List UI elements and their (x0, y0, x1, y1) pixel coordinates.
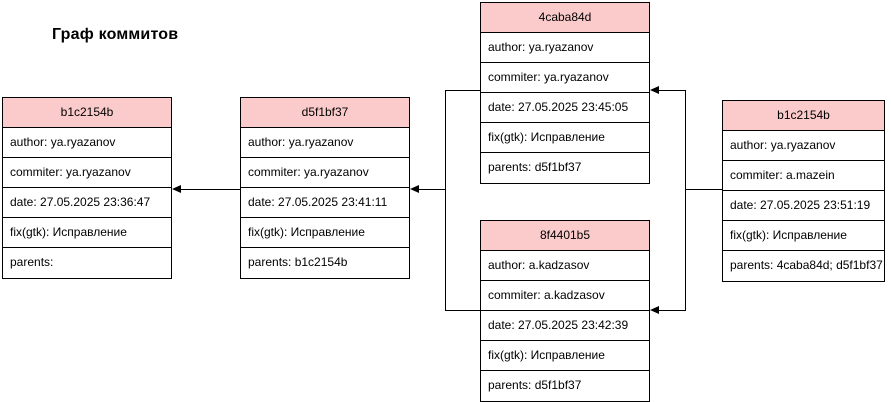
commit-message-row: fix(gtk): Исправление (481, 341, 649, 371)
commit-hash-header: 8f4401b5 (481, 221, 649, 251)
commit-parents-row: parents: d5f1bf37 (488, 160, 582, 174)
commit-author-row: author: a.kadzasov (481, 251, 649, 281)
commit-node-4caba84d[interactable]: 4caba84d author: ya.ryazanov commiter: y… (480, 2, 650, 184)
edge-merge-stub (686, 189, 722, 190)
commit-commiter-row: commiter: ya.ryazanov (481, 63, 649, 93)
commit-node-b1c2154b-merge[interactable]: b1c2154b author: ya.ryazanov commiter: a… (722, 100, 885, 282)
arrowhead-left-icon (650, 86, 659, 94)
commit-hash-header: d5f1bf37 (241, 98, 409, 128)
edge-d5f1bf37-to-b1c2154b (181, 189, 240, 190)
edge-to-d5f1bf37 (419, 189, 445, 190)
commit-date-row: date: 27.05.2025 23:45:05 (481, 93, 649, 123)
edge-merge-vertical (685, 90, 686, 311)
commit-hash-header: b1c2154b (723, 101, 884, 131)
commit-message-row: fix(gtk): Исправление (241, 218, 409, 248)
edge-to-4caba84d (659, 90, 685, 91)
arrowhead-left-icon (650, 306, 659, 314)
arrowhead-left-icon (410, 185, 419, 193)
edge-middle-vertical (445, 90, 446, 311)
commit-date-row: date: 27.05.2025 23:42:39 (481, 311, 649, 341)
edge-to-8f4401b5 (659, 310, 685, 311)
arrowhead-left-icon (172, 185, 181, 193)
commit-parents-row: parents: (10, 255, 54, 269)
commit-message-row: fix(gtk): Исправление (723, 221, 884, 251)
commit-parents-row: parents: b1c2154b (248, 255, 348, 269)
commit-commiter-row: commiter: ya.ryazanov (3, 158, 171, 188)
commit-commiter-row: commiter: ya.ryazanov (241, 158, 409, 188)
commit-node-8f4401b5[interactable]: 8f4401b5 author: a.kadzasov commiter: a.… (480, 220, 650, 402)
commit-author-row: author: ya.ryazanov (241, 128, 409, 158)
commit-message-row: fix(gtk): Исправление (481, 123, 649, 153)
commit-message-row: fix(gtk): Исправление (3, 218, 171, 248)
commit-node-b1c2154b-initial[interactable]: b1c2154b author: ya.ryazanov commiter: y… (2, 97, 172, 279)
commit-parents-row: parents: d5f1bf37 (488, 378, 582, 392)
edge-4caba84d-stub (446, 90, 480, 91)
commit-node-d5f1bf37[interactable]: d5f1bf37 author: ya.ryazanov commiter: y… (240, 97, 410, 279)
commit-author-row: author: ya.ryazanov (481, 33, 649, 63)
commit-commiter-row: commiter: a.kadzasov (481, 281, 649, 311)
commit-commiter-row: commiter: a.mazein (723, 161, 884, 191)
commit-date-row: date: 27.05.2025 23:51:19 (723, 191, 884, 221)
diagram-title: Граф коммитов (52, 26, 179, 43)
commit-author-row: author: ya.ryazanov (3, 128, 171, 158)
commit-parents-row: parents: 4caba84d; d5f1bf37 (730, 258, 883, 272)
commit-date-row: date: 27.05.2025 23:41:11 (241, 188, 409, 218)
edge-8f4401b5-stub (446, 310, 480, 311)
commit-date-row: date: 27.05.2025 23:36:47 (3, 188, 171, 218)
commit-author-row: author: ya.ryazanov (723, 131, 884, 161)
commit-hash-header: b1c2154b (3, 98, 171, 128)
commit-hash-header: 4caba84d (481, 3, 649, 33)
